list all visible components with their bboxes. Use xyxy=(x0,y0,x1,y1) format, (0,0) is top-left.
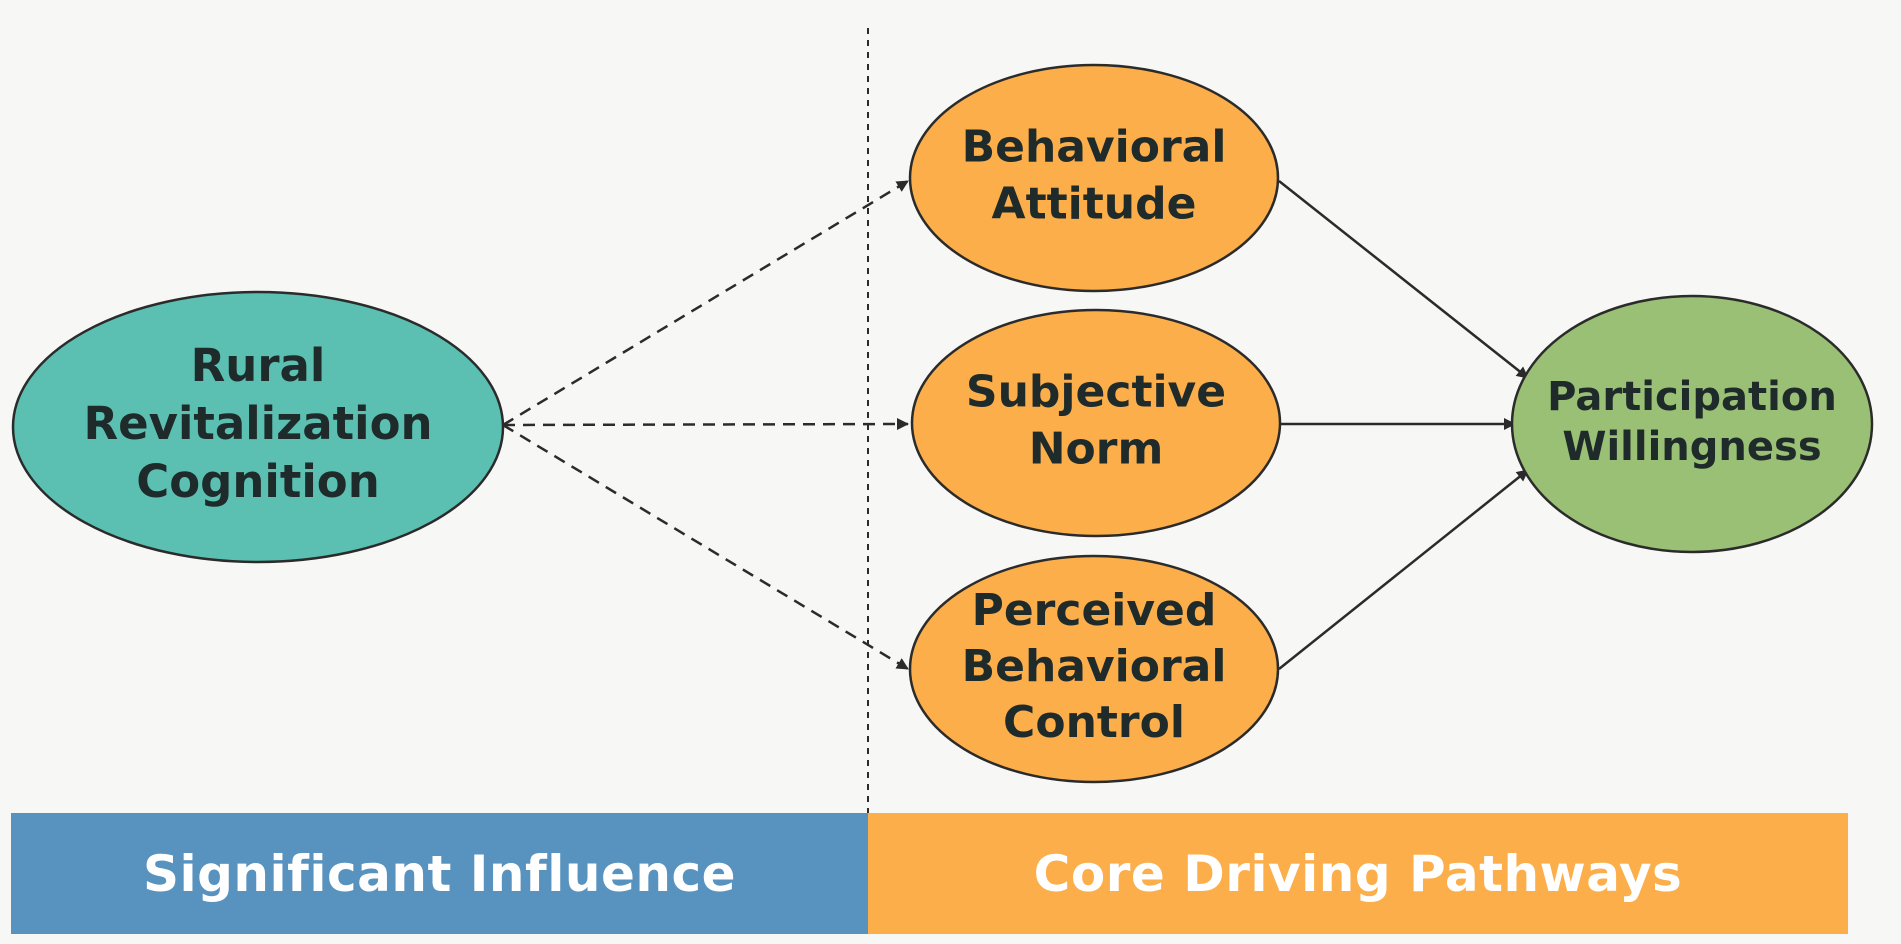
edge-rural-revitalization-cognition-to-subjective-norm xyxy=(502,418,909,431)
node-label-behavioral-attitude-line-2: Attitude xyxy=(992,179,1197,230)
node-label-rural-revitalization-cognition-line-3: Cognition xyxy=(136,455,380,508)
node-label-perceived-behavioral-control-line-3: Control xyxy=(1003,697,1185,748)
node-label-rural-revitalization-cognition-line-1: Rural xyxy=(191,339,326,392)
node-label-rural-revitalization-cognition-line-2: Revitalization xyxy=(83,397,432,450)
edge-rural-revitalization-cognition-to-behavioral-attitude xyxy=(502,179,909,427)
significant-influence-band: Significant Influence xyxy=(11,813,868,934)
node-ellipse-subjective-norm xyxy=(910,308,1282,538)
edges-layer xyxy=(502,179,1529,671)
edge-perceived-behavioral-control-to-participation-willingness xyxy=(1278,469,1529,670)
node-label-subjective-norm-line-2: Norm xyxy=(1029,424,1164,475)
core-driving-pathways-label: Core Driving Pathways xyxy=(1033,844,1683,903)
node-ellipse-rural-revitalization-cognition xyxy=(11,290,505,564)
node-label-perceived-behavioral-control-line-2: Behavioral xyxy=(962,641,1227,692)
core-driving-pathways-band: Core Driving Pathways xyxy=(868,813,1848,934)
node-label-participation-willingness-line-2: Willingness xyxy=(1562,424,1821,470)
node-ellipse-behavioral-attitude xyxy=(908,63,1280,293)
node-label-behavioral-attitude-line-1: Behavioral xyxy=(962,122,1227,173)
node-ellipse-perceived-behavioral-control xyxy=(908,554,1280,784)
edge-rural-revitalization-cognition-to-perceived-behavioral-control xyxy=(502,423,909,671)
node-label-participation-willingness-line-1: Participation xyxy=(1547,374,1837,420)
node-ellipse-participation-willingness xyxy=(1510,294,1874,554)
node-label-perceived-behavioral-control-line-1: Perceived xyxy=(972,585,1217,636)
nodes-layer: RuralRevitalizationCognitionBehavioralAt… xyxy=(11,63,1874,784)
significant-influence-label: Significant Influence xyxy=(142,844,737,903)
edge-behavioral-attitude-to-participation-willingness xyxy=(1278,180,1529,379)
node-label-subjective-norm-line-1: Subjective xyxy=(966,367,1226,418)
